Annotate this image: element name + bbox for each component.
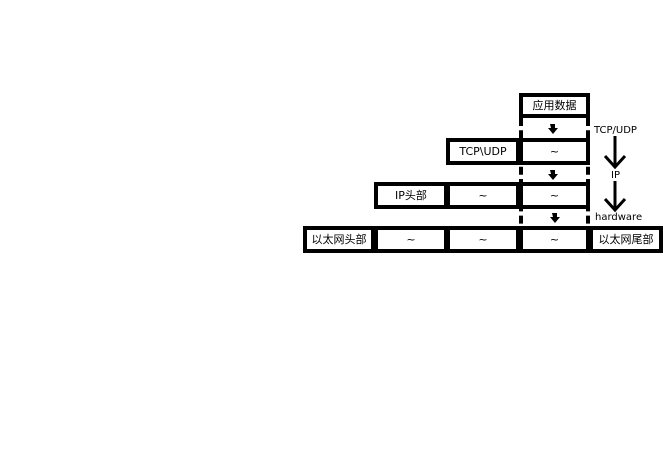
layer-arrow-1 (603, 136, 627, 170)
link-data-box: ~ (519, 226, 590, 253)
step-arrow-3 (550, 213, 560, 223)
ethernet-header-box: 以太网头部 (303, 226, 375, 253)
layer-label-link: hardware (595, 212, 643, 223)
network-payload-box: ~ (446, 182, 520, 209)
step-arrow-2 (548, 170, 558, 180)
link-data-label: ~ (549, 233, 560, 246)
app-data-box: 应用数据 (519, 93, 590, 118)
layer-label-network: IP (611, 170, 620, 181)
ethernet-header-label: 以太网头部 (311, 233, 367, 246)
layer-label-transport: TCP/UDP (594, 125, 637, 136)
ip-header-box: IP头部 (374, 182, 448, 209)
app-data-label: 应用数据 (532, 99, 577, 112)
network-data-box: ~ (519, 182, 590, 209)
network-payload-label: ~ (478, 189, 488, 202)
link-payload-label-2: ~ (478, 233, 488, 246)
ethernet-trailer-box: 以太网尾部 (589, 226, 663, 253)
tcp-udp-header-label: TCP\UDP (459, 145, 507, 158)
link-payload-box-1: ~ (374, 226, 448, 253)
ip-header-label: IP头部 (395, 189, 427, 202)
network-data-label: ~ (549, 189, 560, 202)
layer-arrow-2 (603, 181, 627, 213)
ethernet-trailer-label: 以太网尾部 (598, 233, 654, 246)
step-arrow-1 (548, 124, 558, 134)
tcp-udp-header-box: TCP\UDP (446, 138, 520, 165)
link-payload-label-1: ~ (406, 233, 416, 246)
transport-data-box: ~ (519, 138, 590, 165)
transport-data-label: ~ (549, 145, 560, 158)
link-payload-box-2: ~ (446, 226, 520, 253)
